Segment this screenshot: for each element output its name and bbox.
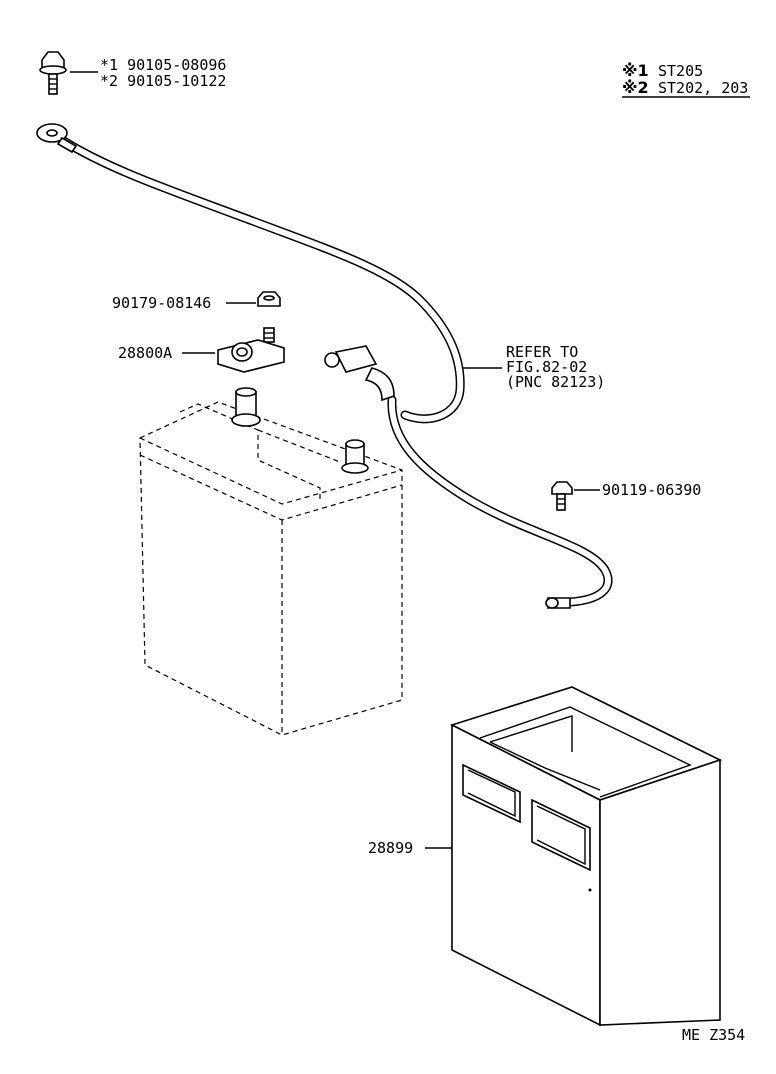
ground-cable bbox=[387, 395, 613, 609]
battery-terminal-icon bbox=[217, 327, 285, 373]
legend-note2-mark: ※2 bbox=[622, 78, 649, 97]
ring-terminal-icon bbox=[36, 123, 78, 154]
terminal-part-number: 28800A bbox=[118, 344, 172, 362]
nut-icon bbox=[257, 291, 281, 307]
positive-cable bbox=[57, 135, 465, 424]
tray-part-number: 28899 bbox=[368, 839, 413, 857]
legend-note1-mark: ※1 bbox=[622, 61, 649, 80]
bolt-variant-1: *1 90105-08096 bbox=[100, 56, 226, 74]
refer-line1: REFER TO bbox=[506, 343, 578, 361]
screw-part-number: 90119-06390 bbox=[602, 481, 701, 499]
bolt-variant-2: *2 90105-10122 bbox=[100, 72, 226, 90]
refer-line2: FIG.82-02 bbox=[506, 358, 587, 376]
battery-tray bbox=[449, 686, 723, 1027]
screw-icon bbox=[551, 481, 573, 511]
bolt-icon bbox=[39, 51, 67, 95]
legend: ※1 ST205 ※2 ST202, 203 bbox=[622, 61, 750, 98]
diagram-code: ME Z354 bbox=[682, 1026, 745, 1044]
refer-line3: (PNC 82123) bbox=[506, 373, 605, 391]
legend-note1-value: ST205 bbox=[658, 62, 703, 80]
nut-part-number: 90179-08146 bbox=[112, 294, 211, 312]
battery-outline bbox=[139, 387, 403, 736]
legend-note2-value: ST202, 203 bbox=[658, 79, 748, 97]
cable-clamp bbox=[324, 345, 395, 402]
